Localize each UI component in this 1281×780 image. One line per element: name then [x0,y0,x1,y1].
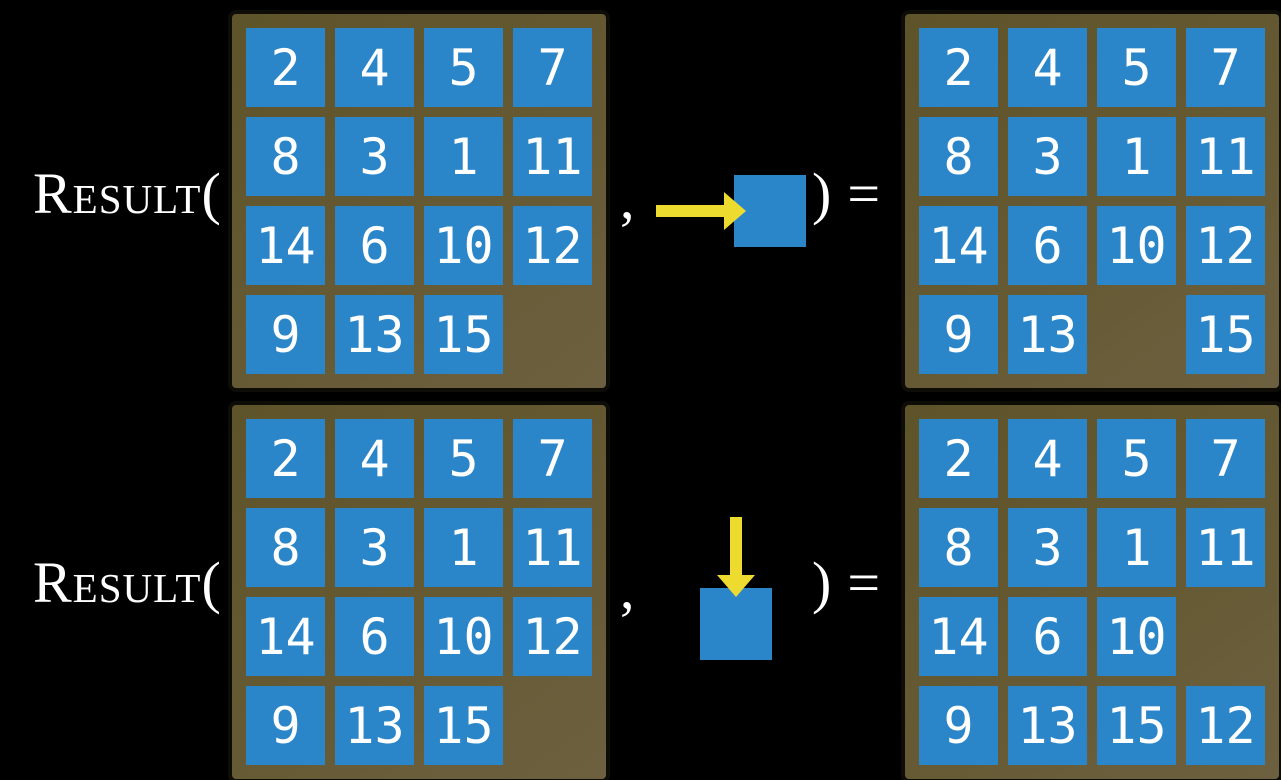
puzzle-tile: 12 [1186,206,1265,285]
puzzle-tile: 9 [246,295,325,374]
puzzle-tile: 14 [246,597,325,676]
puzzle-tile: 15 [424,686,503,765]
puzzle-tile: 10 [424,597,503,676]
comma: , [620,556,635,621]
puzzle-tile: 7 [513,419,592,498]
puzzle-tile: 4 [335,419,414,498]
blank-cell [1186,597,1265,676]
puzzle-tile: 15 [1097,686,1176,765]
puzzle-tile: 10 [424,206,503,285]
puzzle-tile: 4 [1008,28,1087,107]
puzzle-tile: 5 [1097,419,1176,498]
result-function-label: Result( [33,165,221,223]
function-name-text: Result [33,550,202,615]
right-arrow-icon [656,192,746,230]
puzzle-tile: 9 [919,295,998,374]
puzzle-tile: 9 [919,686,998,765]
puzzle-tile: 11 [1186,117,1265,196]
open-paren: ( [201,550,221,615]
arrow-head [717,575,755,597]
puzzle-tile: 1 [1097,508,1176,587]
puzzle-tile: 3 [1008,117,1087,196]
puzzle-tile: 1 [424,117,503,196]
puzzle-tile: 13 [1008,295,1087,374]
blank-cell [1097,295,1176,374]
function-name-text: Result [33,161,202,226]
puzzle-tile: 11 [513,117,592,196]
puzzle-tile: 13 [335,686,414,765]
puzzle-tile: 14 [919,206,998,285]
puzzle-tile: 2 [919,28,998,107]
puzzle-tile: 8 [246,508,325,587]
down-arrow-icon [717,517,755,597]
puzzle-tile: 5 [1097,28,1176,107]
close-paren-equals: )= [812,554,880,612]
open-paren: ( [201,161,221,226]
puzzle-tile: 11 [1186,508,1265,587]
result-function-label: Result( [33,554,221,612]
puzzle-tile: 6 [335,206,414,285]
puzzle-tile: 14 [246,206,325,285]
puzzle-tile: 15 [424,295,503,374]
equals-sign: = [847,161,881,226]
move-down-action-icon [700,517,772,660]
comma: , [620,166,635,231]
puzzle-tile: 4 [335,28,414,107]
puzzle-tile: 12 [513,206,592,285]
puzzle-tile: 7 [513,28,592,107]
puzzle-tile: 6 [335,597,414,676]
puzzle-tile: 3 [335,508,414,587]
close-paren: ) [812,550,832,615]
puzzle-tile: 7 [1186,28,1265,107]
puzzle-tile: 6 [1008,206,1087,285]
blank-tile-square [700,588,772,660]
puzzle-tile: 14 [919,597,998,676]
puzzle-tile: 2 [246,28,325,107]
puzzle-tile: 12 [1186,686,1265,765]
puzzle-tile: 2 [246,419,325,498]
puzzle-tile: 5 [424,28,503,107]
puzzle-tile: 5 [424,419,503,498]
equals-sign: = [847,550,881,615]
puzzle-tile: 15 [1186,295,1265,374]
puzzle-tile: 10 [1097,206,1176,285]
arrow-shaft [730,517,742,577]
puzzle-tile: 9 [246,686,325,765]
puzzle-tile: 8 [919,508,998,587]
arrow-shaft [656,205,726,217]
move-right-action-icon [656,175,806,247]
puzzle-tile: 13 [335,295,414,374]
blank-cell [513,295,592,374]
puzzle-tile: 4 [1008,419,1087,498]
close-paren: ) [812,161,832,226]
puzzle-tile: 2 [919,419,998,498]
puzzle-tile: 13 [1008,686,1087,765]
puzzle-tile: 12 [513,597,592,676]
puzzle-tile: 11 [513,508,592,587]
puzzle-tile: 8 [919,117,998,196]
puzzle-tile: 8 [246,117,325,196]
blank-tile-square [734,175,806,247]
puzzle-tile: 10 [1097,597,1176,676]
puzzle-tile: 7 [1186,419,1265,498]
blank-cell [513,686,592,765]
puzzle-tile: 3 [1008,508,1087,587]
puzzle-tile: 1 [424,508,503,587]
puzzle-tile: 1 [1097,117,1176,196]
close-paren-equals: )= [812,165,880,223]
arrow-head [724,192,746,230]
puzzle-tile: 6 [1008,597,1087,676]
puzzle-tile: 3 [335,117,414,196]
